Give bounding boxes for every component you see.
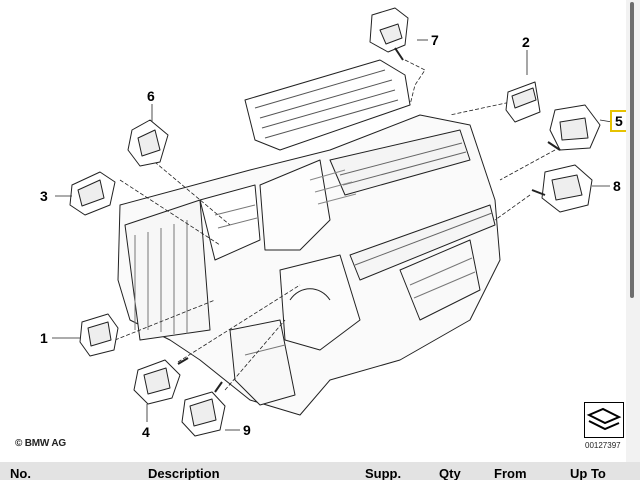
hvac-housing: [117, 59, 501, 416]
copyright-text: © BMW AG: [15, 438, 66, 449]
actuator-7: [369, 7, 409, 61]
callout-9[interactable]: 9: [243, 422, 251, 438]
diagram-number: 00127397: [585, 441, 621, 450]
vertical-scrollbar[interactable]: [626, 0, 640, 462]
hvac-housing-drawing: [52, 7, 613, 437]
callout-3[interactable]: 3: [40, 188, 48, 204]
callout-leaders: [52, 39, 613, 431]
actuator-8: [531, 164, 593, 213]
actuator-3: [69, 171, 116, 216]
leader-lines: [114, 59, 556, 391]
actuator-6: [127, 119, 169, 167]
column-header-no[interactable]: No.: [10, 466, 31, 480]
column-header-up-to[interactable]: Up To: [570, 466, 606, 480]
scrollbar-thumb[interactable]: [630, 2, 634, 298]
actuator-9: [181, 381, 226, 437]
column-header-supp[interactable]: Supp.: [365, 466, 402, 480]
actuator-5: [547, 104, 601, 151]
callout-6[interactable]: 6: [147, 88, 155, 104]
callout-4[interactable]: 4: [142, 424, 150, 440]
parts-diagram: 7 2 5 8 6 3 1 4 9 © BMW AG 00127397: [15, 7, 628, 450]
callout-1[interactable]: 1: [40, 330, 48, 346]
actuator-2: [505, 81, 541, 123]
parts-table-header: No. Description Supp. Qty From Up To: [0, 462, 640, 480]
actuator-4: [133, 357, 189, 405]
actuator-1: [79, 313, 119, 357]
callout-2[interactable]: 2: [522, 34, 530, 50]
column-header-qty[interactable]: Qty: [439, 466, 461, 480]
column-header-description[interactable]: Description: [148, 466, 220, 480]
column-header-from[interactable]: From: [494, 466, 527, 480]
callout-7[interactable]: 7: [431, 32, 439, 48]
callout-8[interactable]: 8: [613, 178, 621, 194]
callout-5[interactable]: 5: [610, 110, 628, 132]
book-icon: [584, 402, 624, 438]
